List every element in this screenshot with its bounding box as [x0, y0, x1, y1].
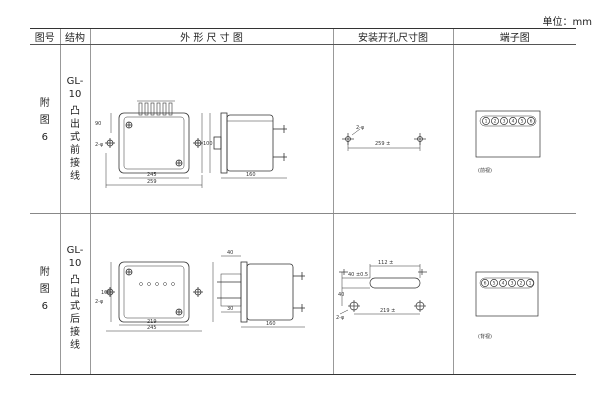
- terminal-label: 6: [483, 281, 486, 287]
- table-row: 附 图 6 GL-10 凸 出 式 前 接 线: [30, 44, 576, 214]
- dim-hole: 2-φ: [95, 299, 104, 305]
- terminal-label: 4: [501, 281, 504, 287]
- dim-outer-width: 245: [147, 325, 157, 331]
- dim-side-height: 100: [101, 290, 111, 296]
- terminal-diagram-front: 1 2 3 4 5 6 (前视): [475, 110, 540, 174]
- spec-table: 图号 结构 外 形 尺 寸 图 安装开孔尺寸图 端子图 附 图 6 GL-10 …: [30, 28, 576, 375]
- header-fig-no: 图号: [30, 28, 60, 45]
- header-terminal: 端子图: [452, 28, 576, 45]
- mount-drawing-front: 2-φ 259 ±: [341, 125, 426, 151]
- dim-inner-width: 219: [147, 319, 157, 325]
- dim-outer-width: 259: [147, 179, 157, 185]
- terminal-label: 4: [511, 119, 514, 125]
- model-label: GL-10: [66, 245, 84, 269]
- mount-drawing-cell: 112 ± 40 ±0.5 40 2-φ 219 ±: [332, 213, 453, 375]
- terminal-label: 3: [502, 119, 505, 125]
- terminal-label: 1: [528, 281, 531, 287]
- mount-drawing-cell: 2-φ 259 ±: [332, 44, 453, 214]
- fig-no-cell: 附 图 6: [30, 44, 60, 214]
- dim-stud-height: 40: [227, 250, 233, 256]
- dim-inner-width: 245: [147, 172, 157, 178]
- dim-depth: 160: [246, 172, 256, 178]
- outline-drawing-cell: 100 2-φ 219 245 40 30 160: [89, 213, 333, 375]
- mount-hole: 2-φ: [336, 315, 345, 321]
- terminal-label: 1: [484, 119, 487, 125]
- table-header-row: 图号 结构 外 形 尺 寸 图 安装开孔尺寸图 端子图: [30, 28, 576, 45]
- terminal-caption: (背视): [478, 333, 492, 340]
- terminal-label: 5: [492, 281, 495, 287]
- terminal-label: 3: [510, 281, 513, 287]
- fig-no-cell: 附 图 6: [30, 213, 60, 375]
- structure-cell: GL-10 凸 出 式 前 接 线: [59, 44, 90, 214]
- terminal-caption: (前视): [478, 167, 492, 174]
- mount-drawing-back: 112 ± 40 ±0.5 40 2-φ 219 ±: [336, 260, 427, 321]
- dim-side-height: 100: [203, 141, 213, 147]
- structure-cell: GL-10 凸 出 式 后 接 线: [59, 213, 90, 375]
- dim-depth: 160: [266, 321, 276, 327]
- mount-spacing: 259 ±: [375, 141, 390, 147]
- header-mount: 安装开孔尺寸图: [332, 28, 453, 45]
- outline-drawing-cell: 90 100 2-φ 245 259 160: [89, 44, 333, 214]
- terminal-drawing-cell: 6 5 4 3 2 1 (背视): [452, 213, 576, 375]
- table-row: 附 图 6 GL-10 凸 出 式 后 接 线: [30, 213, 576, 375]
- outline-drawing-back: 100 2-φ 219 245 40 30 160: [95, 250, 305, 332]
- header-outline: 外 形 尺 寸 图: [89, 28, 333, 45]
- model-label: GL-10: [66, 76, 84, 100]
- mount-left-height: 40: [338, 292, 344, 298]
- mount-spacing: 219 ±: [380, 308, 395, 314]
- terminal-diagram-back: 6 5 4 3 2 1 (背视): [475, 271, 538, 340]
- terminal-drawing-cell: 1 2 3 4 5 6 (前视): [452, 44, 576, 214]
- dim-top-height: 90: [95, 121, 101, 127]
- terminal-label: 2: [519, 281, 522, 287]
- mount-cut-width: 112 ±: [378, 260, 393, 266]
- terminal-label: 5: [520, 119, 523, 125]
- mount-cut-height: 40 ±0.5: [348, 272, 368, 278]
- dim-hole: 2-φ: [95, 142, 104, 148]
- terminal-label: 6: [529, 119, 532, 125]
- header-structure: 结构: [59, 28, 90, 45]
- mount-hole: 2-φ: [356, 125, 365, 131]
- terminal-label: 2: [493, 119, 496, 125]
- outline-drawing-front: 90 100 2-φ 245 259 160: [95, 100, 287, 188]
- unit-label: 单位：mm: [542, 17, 592, 28]
- dim-stud-offset: 30: [227, 306, 233, 312]
